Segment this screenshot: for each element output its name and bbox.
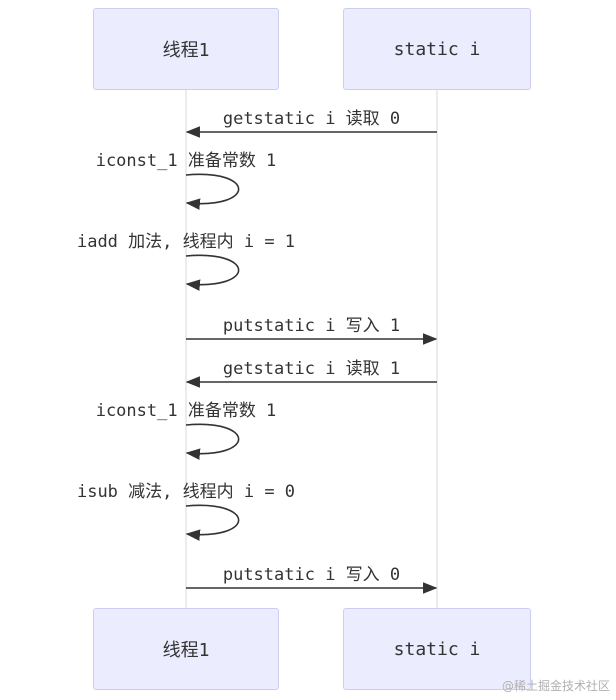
message-label: iconst_1 准备常数 1 — [96, 401, 277, 421]
message-label: putstatic i 写入 0 — [223, 565, 400, 585]
self-message-loop — [185, 254, 240, 291]
participant-label: static i — [393, 638, 481, 660]
participant-static-i-bottom: static i — [343, 608, 531, 690]
participant-static-i-top: static i — [343, 8, 531, 90]
participant-label: 线程1 — [162, 640, 210, 661]
participant-label: static i — [393, 38, 481, 60]
message-label: iadd 加法, 线程内 i = 1 — [77, 232, 295, 252]
participant-thread1-bottom: 线程1 — [93, 608, 279, 690]
participant-label: 线程1 — [162, 40, 210, 61]
message-label: isub 减法, 线程内 i = 0 — [77, 482, 295, 502]
message-label: iconst_1 准备常数 1 — [96, 151, 277, 171]
self-message-loop — [185, 173, 240, 210]
message-label: getstatic i 读取 1 — [223, 359, 400, 379]
message-label: putstatic i 写入 1 — [223, 316, 400, 336]
self-message-loop — [185, 504, 240, 541]
participant-thread1-top: 线程1 — [93, 8, 279, 90]
watermark: @稀土掘金技术社区 — [501, 679, 610, 693]
self-message-loop — [185, 423, 240, 460]
message-label: getstatic i 读取 0 — [223, 109, 400, 129]
